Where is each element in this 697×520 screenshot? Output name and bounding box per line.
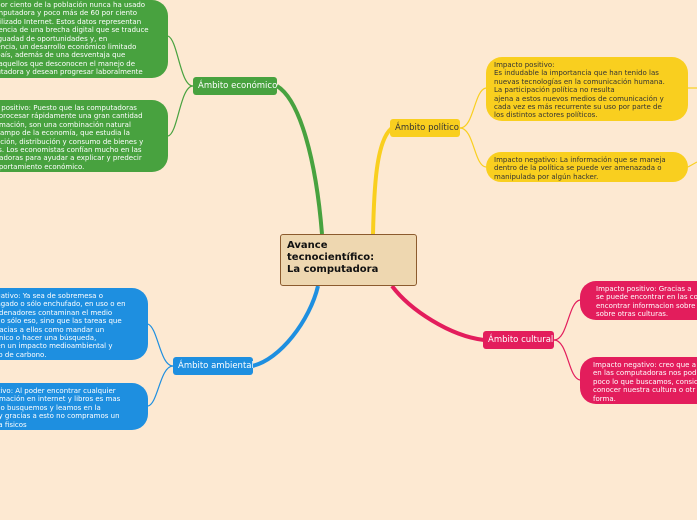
leaf-cultural-2[interactable]: Impacto negativo: creo que a en las comp… <box>580 357 697 404</box>
link-ambiental-leaf-1 <box>147 323 174 367</box>
link-center-economico <box>275 84 324 235</box>
branch-cultural[interactable]: Ámbito cultural <box>483 331 554 349</box>
link-cultural-leaf-2 <box>553 339 581 381</box>
leaf-ambiental-2[interactable]: sitivo: Al poder encontrar cualquier orm… <box>0 383 148 430</box>
link-center-cultural <box>390 284 485 342</box>
link-center-politico <box>371 126 394 235</box>
leaf-economico-1[interactable]: l por ciento de la población nunca ha us… <box>0 0 168 78</box>
leaf-politico-1[interactable]: Impacto positivo: Es indudable la import… <box>486 57 688 121</box>
leaf-ambiental-1[interactable]: egativo: Ya sea de sobremesa o pagado o … <box>0 288 148 360</box>
link-politico-leaf-1 <box>459 87 487 129</box>
leaf-cultural-1[interactable]: Impacto positivo: Gracias a se puede enc… <box>580 281 697 320</box>
branch-politico[interactable]: Ámbito político <box>390 119 460 137</box>
link-economico-leaf-2 <box>167 85 194 137</box>
branch-ambiental[interactable]: Ámbito ambiental <box>173 357 253 375</box>
branch-economico[interactable]: Ámbito económico <box>193 77 277 95</box>
link-economico-leaf-1 <box>167 35 194 87</box>
link-politico-leaf-2 <box>459 127 487 168</box>
central-topic[interactable]: Avance tecnocientífico: La computadora <box>280 234 417 286</box>
link-cultural-leaf-1 <box>553 299 581 341</box>
link-ambiental-leaf-2 <box>147 365 174 407</box>
link-politico-leaf-2-out <box>687 161 697 168</box>
leaf-economico-2[interactable]: to positivo: Puesto que las computadoras… <box>0 100 168 172</box>
link-center-ambiental <box>251 285 320 368</box>
leaf-politico-2[interactable]: Impacto negativo: La información que se … <box>486 152 688 182</box>
